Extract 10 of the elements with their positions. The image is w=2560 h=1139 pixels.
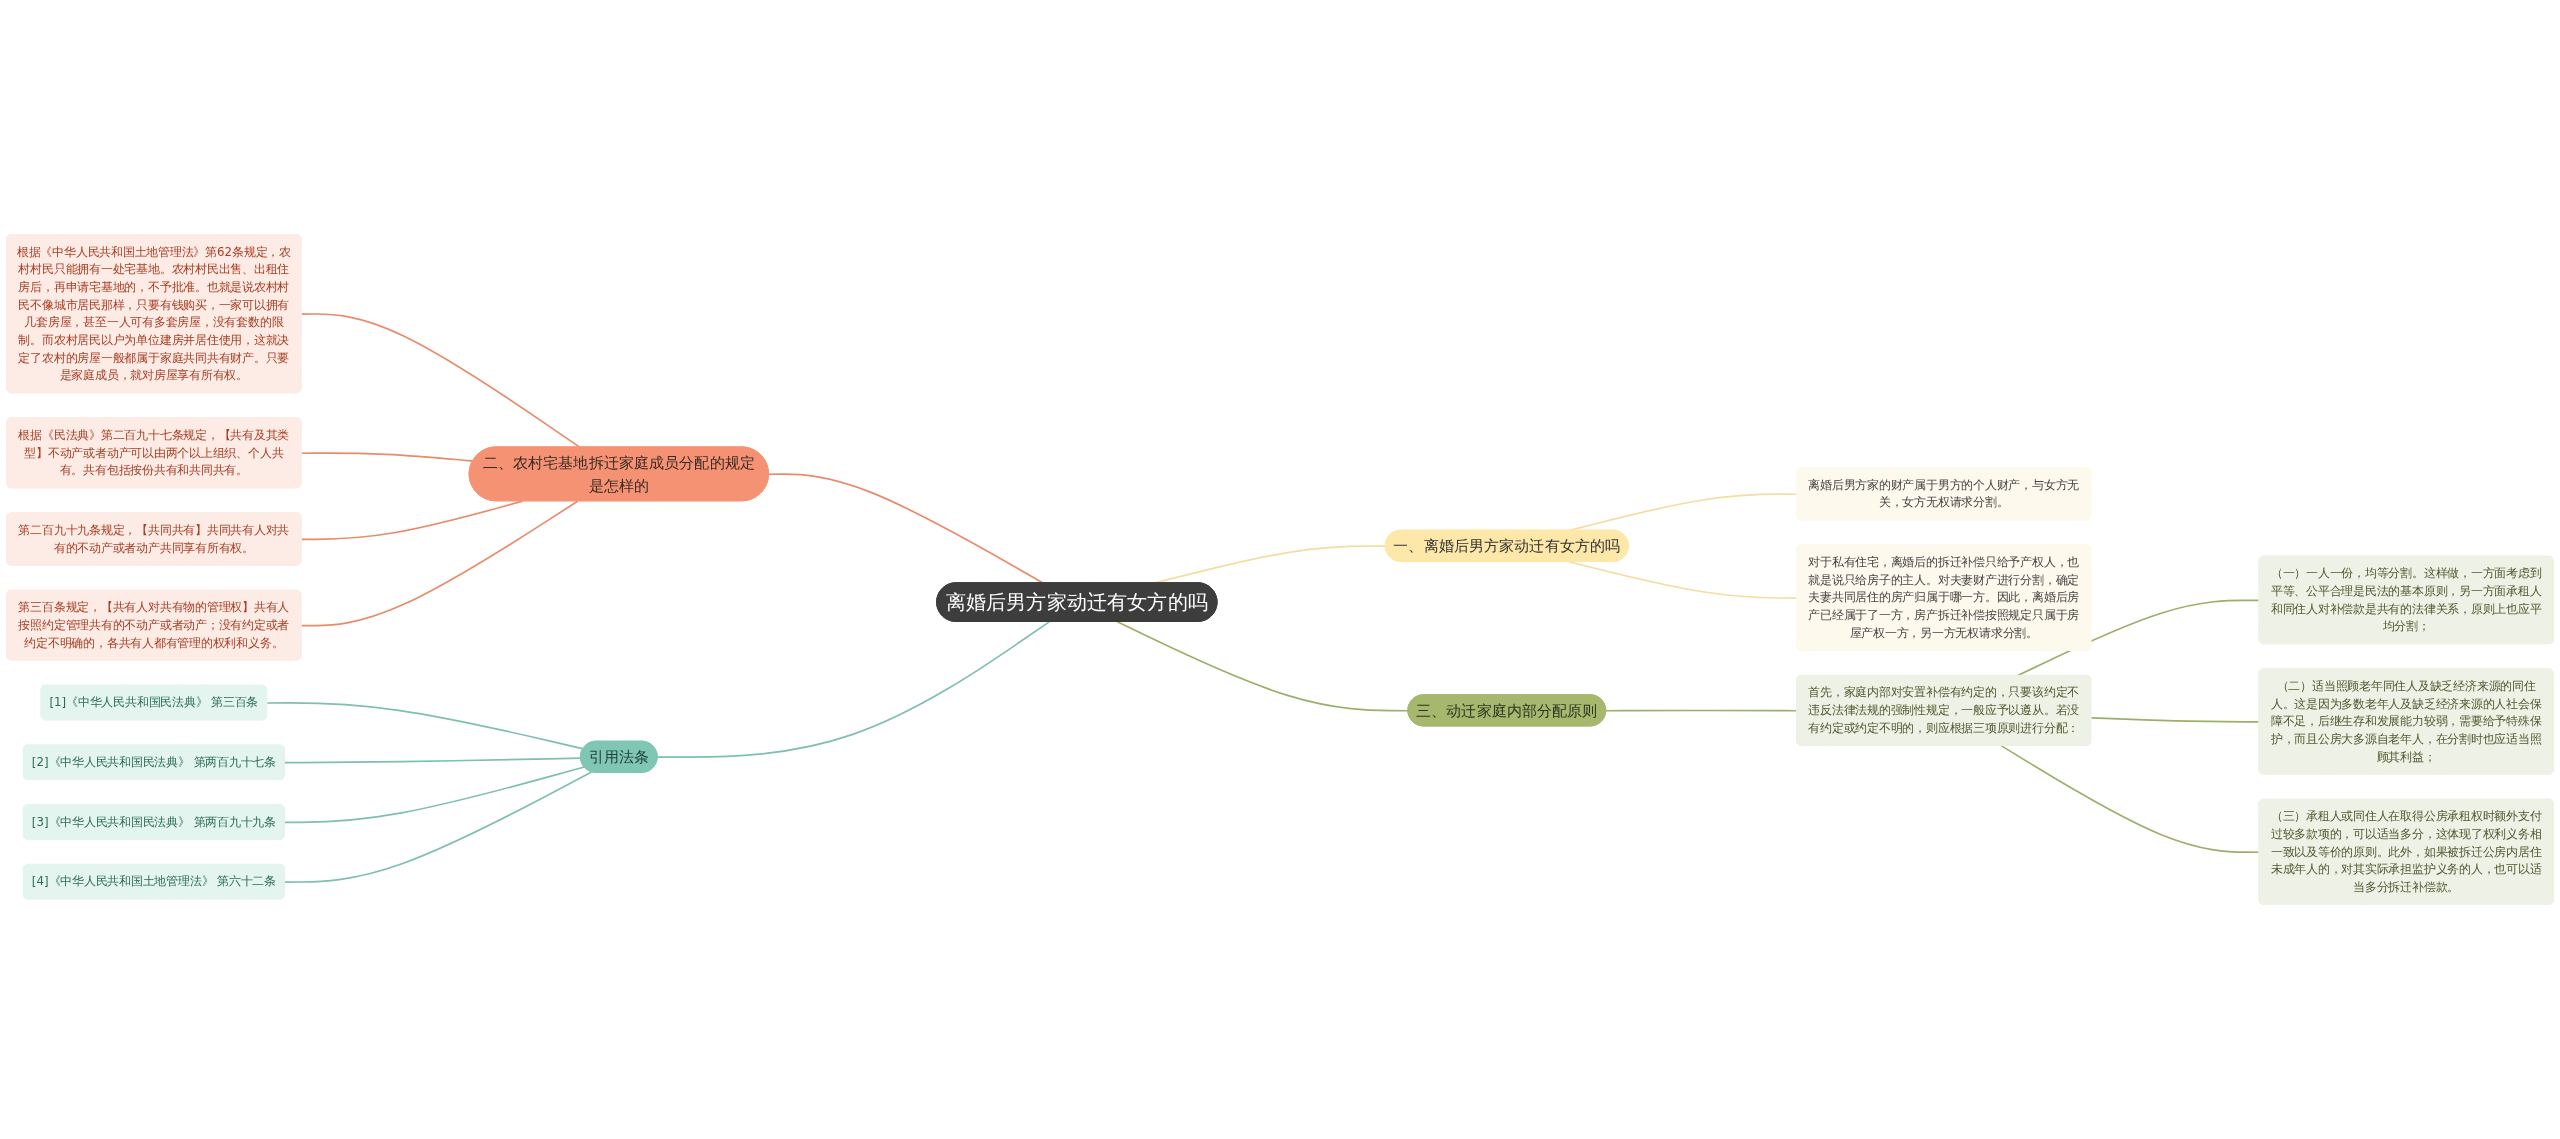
connector bbox=[300, 500, 524, 541]
connector bbox=[283, 757, 582, 764]
connector bbox=[300, 500, 579, 627]
connector bbox=[1116, 621, 1410, 712]
connector bbox=[283, 766, 586, 824]
connector bbox=[1605, 709, 1798, 712]
connector bbox=[1568, 560, 1798, 599]
connector bbox=[283, 771, 593, 883]
connector bbox=[300, 452, 474, 462]
connector bbox=[656, 621, 1051, 759]
